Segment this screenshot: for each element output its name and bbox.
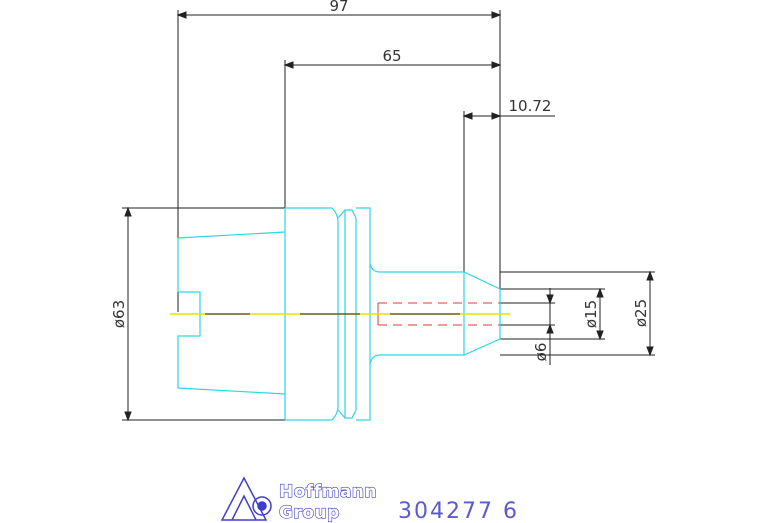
arrow-15-bottom xyxy=(596,330,604,341)
dim-text-6: ø6 xyxy=(532,343,550,362)
dim-text-10-72: 10.72 xyxy=(509,97,552,115)
dim-text-63: ø63 xyxy=(110,300,128,328)
arrow-63-bottom xyxy=(124,411,132,422)
arrow-25-top xyxy=(646,270,654,281)
arrow-25-bottom xyxy=(646,346,654,357)
nut-slot-edge xyxy=(177,291,286,395)
dim-text-15: ø15 xyxy=(582,300,600,328)
arrow-6-bottom xyxy=(546,323,554,334)
arrow-10-72-left xyxy=(462,112,473,120)
arrow-97-right xyxy=(491,11,502,19)
arrow-97-left xyxy=(176,11,187,19)
logo-gear-hub xyxy=(257,501,267,511)
logo-gear xyxy=(252,496,272,516)
arrow-63-top xyxy=(124,206,132,217)
logo-triangle xyxy=(220,476,268,521)
logo-inner xyxy=(231,494,257,521)
part-number: 304277 6 xyxy=(398,499,519,523)
arrow-10-72-right xyxy=(491,112,502,120)
arrow-65-right xyxy=(491,61,502,69)
brand-name-line2: Group xyxy=(279,503,340,523)
dim-text-97: 97 xyxy=(329,0,348,15)
arrow-6-top xyxy=(546,294,554,305)
arrow-15-top xyxy=(596,287,604,298)
brand-name-line1: Hoffmann xyxy=(279,482,377,502)
hoffmann-logo-icon xyxy=(220,476,272,521)
arrow-65-left xyxy=(283,61,294,69)
dim-text-25: ø25 xyxy=(632,299,650,327)
dimension-lines xyxy=(122,10,655,422)
nut-top-edge xyxy=(177,231,286,292)
dim-text-65: 65 xyxy=(382,47,401,65)
